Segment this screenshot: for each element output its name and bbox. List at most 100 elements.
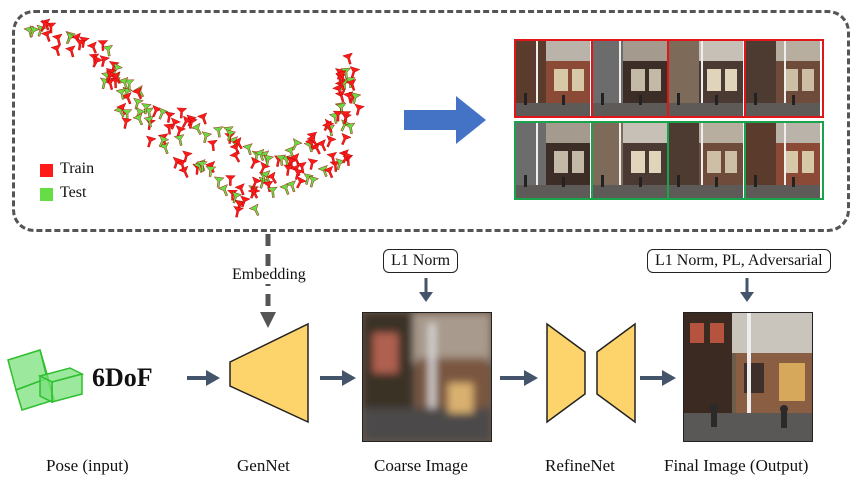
test-pose-marker xyxy=(303,173,315,185)
train-pose-marker xyxy=(196,112,208,125)
train-pose-marker xyxy=(342,52,353,65)
train-pose-marker xyxy=(64,45,76,58)
test-legend-label: Test xyxy=(60,184,87,201)
street-photo-icon xyxy=(745,123,820,198)
thumbnail-divider xyxy=(743,123,746,198)
train-pose-marker xyxy=(247,186,259,199)
train-pose-marker xyxy=(164,111,176,123)
test-pose-marker xyxy=(205,165,217,177)
train-pose-marker xyxy=(182,150,193,163)
test-pose-marker xyxy=(140,103,152,115)
pipeline-arrow-icon xyxy=(187,370,220,386)
test-pose-marker xyxy=(212,126,224,138)
street-photo-icon xyxy=(592,123,667,198)
train-pose-marker xyxy=(40,19,52,32)
pipeline-arrow-icon xyxy=(320,370,356,386)
train-pose-marker xyxy=(206,139,218,151)
train-pose-marker xyxy=(172,156,184,169)
train-pose-marker xyxy=(240,195,251,208)
test-image-strip xyxy=(514,121,824,200)
thumbnail-divider xyxy=(743,41,746,116)
street-photo-icon xyxy=(669,123,743,198)
blurry-street-icon xyxy=(363,313,491,441)
coarse-loss-tag: L1 Norm xyxy=(383,249,459,273)
test-pose-marker xyxy=(201,131,213,144)
train-pose-marker xyxy=(131,87,143,100)
test-pose-marker xyxy=(213,176,225,188)
embedding-label: Embedding xyxy=(229,266,309,284)
test-pose-marker xyxy=(308,175,320,188)
test-pose-marker xyxy=(242,143,253,156)
train-pose-marker xyxy=(323,166,334,179)
train-pose-marker xyxy=(354,103,365,116)
street-photo-icon xyxy=(516,41,590,116)
train-pose-marker xyxy=(265,171,277,184)
train-pose-marker xyxy=(307,158,319,170)
test-pose-marker xyxy=(275,154,287,166)
test-pose-marker xyxy=(225,129,237,142)
train-pose-marker xyxy=(50,44,62,57)
train-pose-marker xyxy=(51,33,63,46)
train-pose-marker xyxy=(315,139,327,152)
train-pose-marker xyxy=(92,55,104,68)
right-arrow-icon xyxy=(404,96,486,144)
train-pose-marker xyxy=(334,90,346,103)
train-pose-marker xyxy=(231,137,243,150)
test-pose-marker xyxy=(190,122,202,136)
embedding-arrow xyxy=(260,234,276,328)
train-pose-marker xyxy=(181,115,193,128)
train-pose-marker xyxy=(340,111,352,122)
final-image-caption: Final Image (Output) xyxy=(664,456,809,475)
train-pose-marker xyxy=(250,156,261,169)
test-pose-marker xyxy=(143,115,155,128)
test-pose-marker xyxy=(173,134,185,146)
train-pose-marker xyxy=(105,70,117,83)
train-pose-marker xyxy=(296,176,307,189)
train-pose-marker xyxy=(170,117,181,130)
train-pose-marker xyxy=(341,132,352,146)
train-pose-marker xyxy=(262,180,274,193)
train-pose-marker xyxy=(109,71,121,84)
train-pose-marker xyxy=(332,110,344,122)
train-pose-marker xyxy=(234,183,245,196)
train-pose-marker xyxy=(321,120,333,133)
street-photo-icon xyxy=(745,41,820,116)
train-pose-marker xyxy=(326,151,338,164)
train-pose-marker xyxy=(342,151,353,164)
train-image-strip xyxy=(514,39,824,118)
test-pose-marker xyxy=(118,76,129,90)
coarse-image xyxy=(362,312,492,442)
train-pose-marker xyxy=(345,78,357,91)
test-pose-marker xyxy=(263,154,275,167)
test-pose-marker xyxy=(254,148,265,161)
refinenet-block xyxy=(546,322,636,424)
test-pose-marker xyxy=(350,92,362,104)
camera-pose-icon xyxy=(7,349,85,411)
train-pose-marker xyxy=(178,165,189,178)
street-photo-icon xyxy=(592,41,667,116)
final-loss-tag: L1 Norm, PL, Adversarial xyxy=(647,249,831,273)
test-pose-marker xyxy=(217,184,228,197)
pipeline-arrow-icon xyxy=(640,370,676,386)
test-pose-marker xyxy=(123,79,135,91)
test-pose-marker xyxy=(132,113,144,126)
test-pose-marker xyxy=(196,161,208,172)
final-loss-arrow xyxy=(740,278,754,302)
street-photo-icon xyxy=(669,41,743,116)
train-pose-marker xyxy=(86,41,97,54)
test-pose-marker xyxy=(158,107,169,120)
pipeline-arrow-icon xyxy=(500,370,538,386)
test-pose-marker xyxy=(317,164,328,177)
train-pose-marker xyxy=(283,164,295,176)
test-pose-marker xyxy=(248,203,260,216)
train-pose-marker xyxy=(176,107,188,119)
train-pose-marker xyxy=(99,55,111,67)
train-legend-swatch xyxy=(40,164,53,177)
test-pose-marker xyxy=(291,138,303,151)
train-pose-marker xyxy=(349,66,361,79)
refinenet-caption: RefineNet xyxy=(545,456,615,475)
test-pose-marker xyxy=(102,45,114,57)
train-pose-marker xyxy=(295,161,307,174)
train-pose-marker xyxy=(97,40,109,51)
test-pose-marker xyxy=(260,170,271,183)
